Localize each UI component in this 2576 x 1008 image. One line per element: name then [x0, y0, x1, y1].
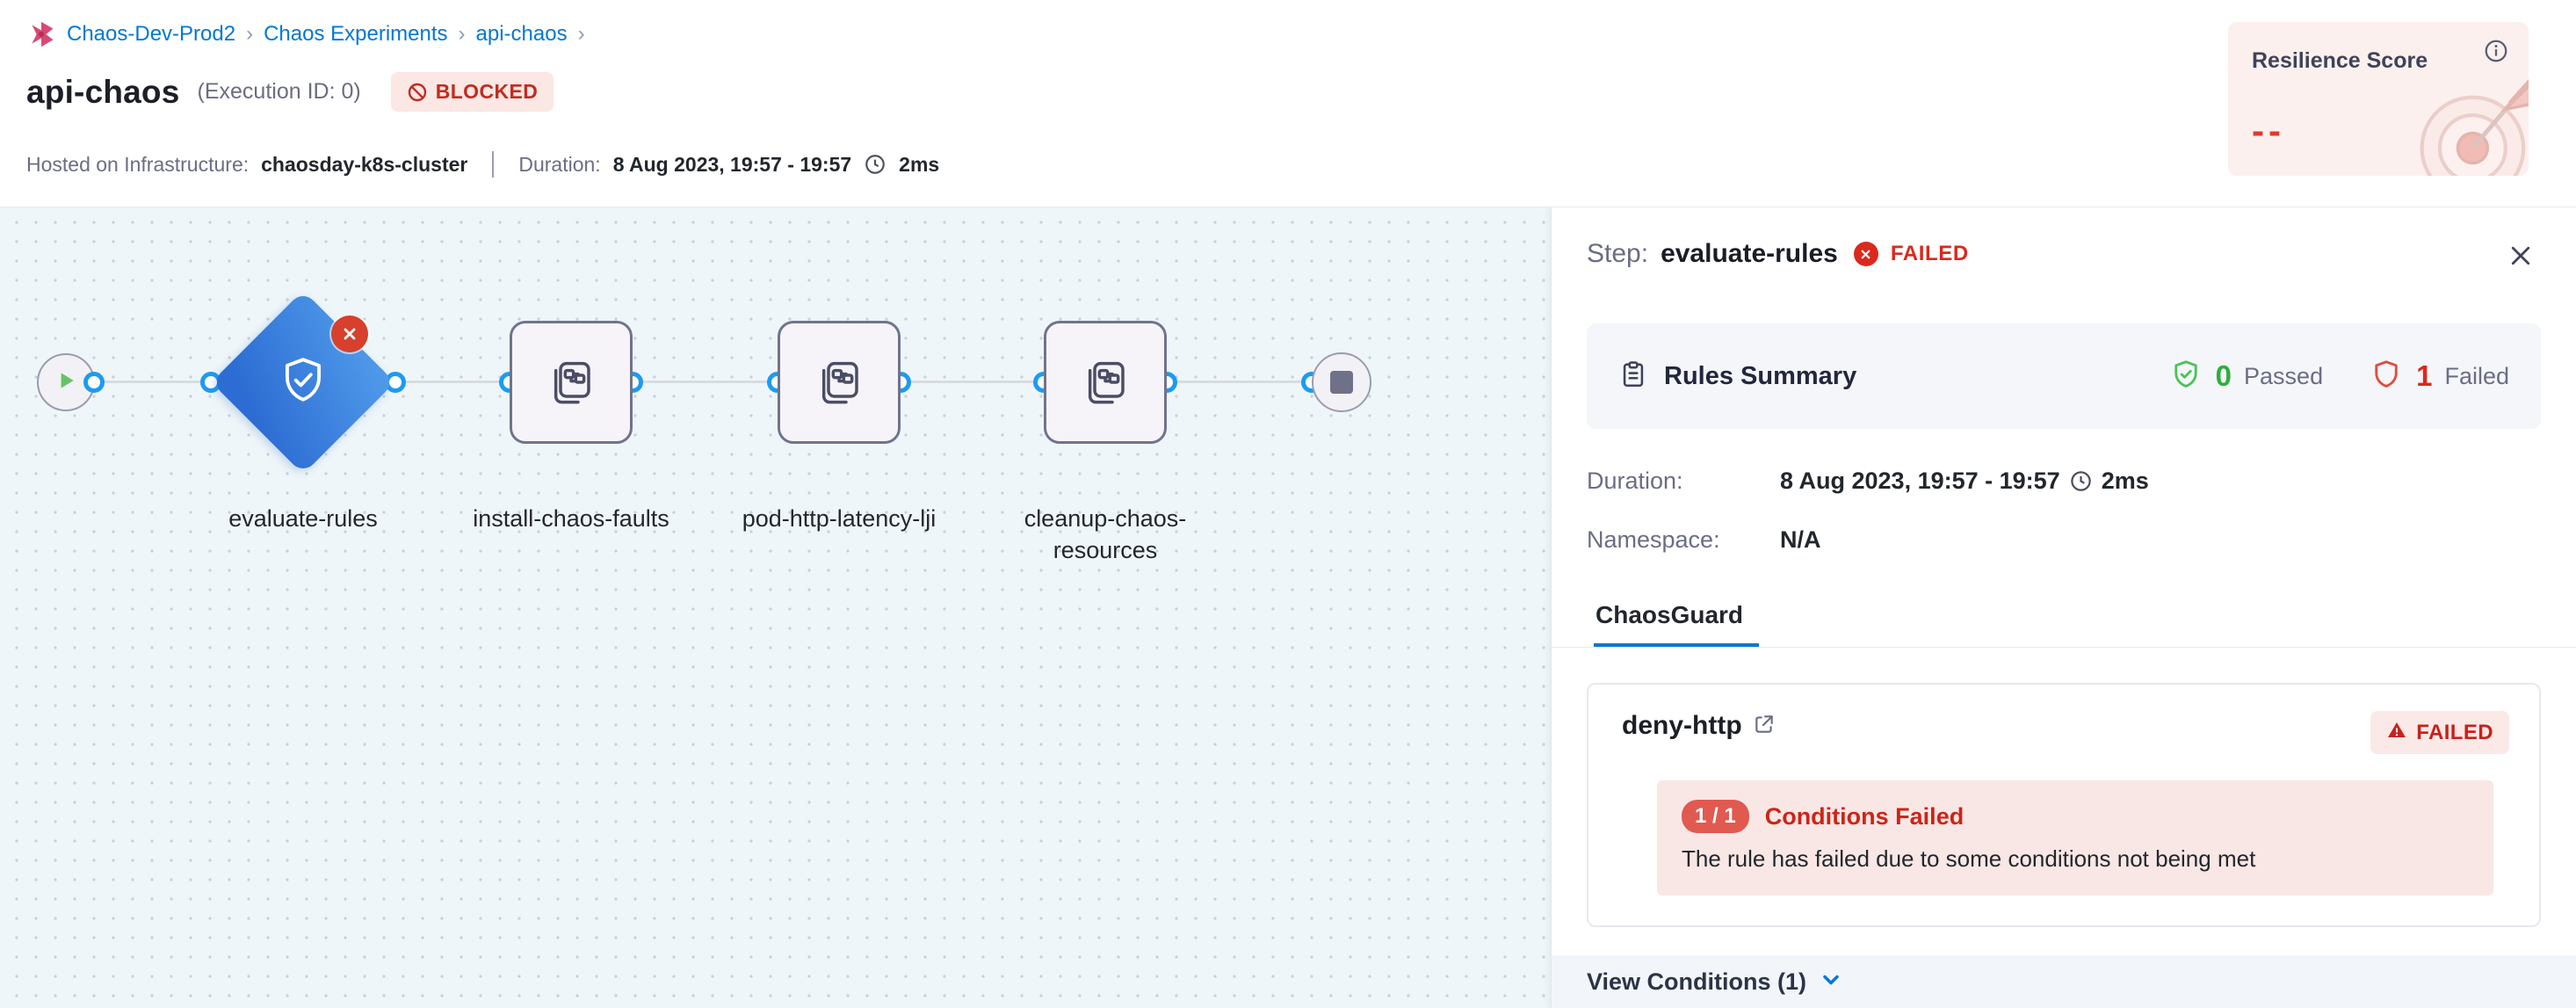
node-cleanup-chaos-resources[interactable]: [1044, 321, 1167, 444]
connector-port: [83, 372, 105, 393]
node-label-install-chaos-faults: install-chaos-faults: [473, 505, 669, 532]
rule-card-deny-http: deny-http FAILED: [1587, 683, 2541, 927]
breadcrumb-separator: ›: [458, 22, 466, 46]
pipeline-end-node[interactable]: [1312, 352, 1371, 412]
target-dart-illustration: [2395, 55, 2529, 176]
resilience-score-title: Resilience Score: [2252, 48, 2428, 73]
resilience-score-card: Resilience Score --: [2228, 22, 2529, 176]
infrastructure-name: chaosday-k8s-cluster: [261, 152, 468, 176]
no-entry-icon: [407, 82, 428, 103]
status-badge-label: BLOCKED: [435, 80, 539, 103]
namespace-label: Namespace:: [1587, 526, 1720, 553]
conditions-failed-message: The rule has failed due to some conditio…: [1682, 845, 2256, 872]
breadcrumb-project[interactable]: Chaos-Dev-Prod2: [67, 22, 236, 46]
step-status: FAILED: [1890, 242, 1969, 265]
breadcrumb-experiment-name[interactable]: api-chaos: [475, 22, 568, 46]
panel-tabs: ChaosGuard: [1552, 592, 2576, 648]
meta-row: Hosted on Infrastructure: chaosday-k8s-c…: [26, 151, 939, 178]
status-badge-blocked: BLOCKED: [390, 72, 554, 112]
tab-chaosguard[interactable]: ChaosGuard: [1594, 592, 1760, 647]
node-label-pod-http-latency: pod-http-latency-lji: [742, 505, 937, 532]
node-failed-badge-icon: [331, 315, 368, 352]
node-label-cleanup-chaos-resources: cleanup-chaos-resources: [1024, 505, 1187, 564]
breadcrumb: Chaos-Dev-Prod2 › Chaos Experiments › ap…: [26, 19, 585, 49]
rule-status-label: FAILED: [2416, 720, 2493, 744]
harness-chaos-logo-icon: [26, 19, 56, 49]
node-label-evaluate-rules: evaluate-rules: [228, 505, 378, 532]
title-row: api-chaos (Execution ID: 0) BLOCKED: [26, 72, 554, 112]
page-header: Chaos-Dev-Prod2 › Chaos Experiments › ap…: [0, 0, 2576, 207]
execution-id: (Execution ID: 0): [197, 79, 361, 104]
duration-label: Duration:: [518, 152, 601, 176]
stop-icon: [1330, 371, 1353, 394]
play-icon: [54, 369, 77, 396]
step-label: Step:: [1587, 239, 1649, 268]
step-header: Step: evaluate-rules FAILED: [1587, 239, 2541, 269]
clock-icon: [2069, 469, 2093, 493]
warning-triangle-icon: [2386, 720, 2407, 745]
step-details-panel: Step: evaluate-rules FAILED: [1551, 207, 2576, 1008]
external-link-icon: [1753, 713, 1776, 740]
breadcrumb-separator: ›: [246, 22, 254, 46]
duration-ms: 2ms: [899, 152, 940, 176]
view-conditions-toggle[interactable]: View Conditions (1): [1552, 955, 2576, 1008]
conditions-failed-alert: 1 / 1 Conditions Failed The rule has fai…: [1657, 780, 2493, 896]
pipeline-canvas[interactable]: evaluate-rules install-chaos-faults pod-…: [0, 207, 1551, 1008]
failed-label: Failed: [2444, 362, 2509, 389]
breadcrumb-separator: ›: [577, 22, 585, 46]
rule-name-link[interactable]: deny-http: [1622, 711, 1776, 741]
panel-duration-ms: 2ms: [2101, 468, 2149, 494]
namespace-value: N/A: [1780, 526, 1821, 553]
rule-name: deny-http: [1622, 711, 1742, 740]
passed-count: 0: [2215, 359, 2232, 392]
shield-passed-icon: [2170, 359, 2202, 395]
pipeline-connector: [94, 381, 1312, 383]
failed-circle-icon: [1853, 242, 1878, 266]
duration-value: 8 Aug 2023, 19:57 - 19:57: [612, 152, 852, 176]
breadcrumb-experiments[interactable]: Chaos Experiments: [264, 22, 448, 46]
close-icon[interactable]: [2507, 243, 2534, 273]
clipboard-icon: [1618, 359, 1648, 394]
failed-count: 1: [2416, 359, 2433, 392]
divider: [492, 151, 495, 178]
chevron-down-icon: [1819, 968, 1843, 997]
step-name: evaluate-rules: [1661, 239, 1838, 268]
duration-row: Duration: 8 Aug 2023, 19:57 - 19:57 2ms: [1587, 468, 2541, 495]
rule-status-badge: FAILED: [2370, 711, 2509, 754]
page-title: api-chaos: [26, 73, 180, 110]
info-icon[interactable]: [2483, 38, 2509, 69]
shield-failed-icon: [2370, 359, 2402, 395]
rules-summary-card: Rules Summary 0 Passed: [1587, 323, 2541, 429]
resilience-score-value: --: [2252, 110, 2285, 151]
namespace-row: Namespace: N/A: [1587, 526, 2541, 554]
shield-check-icon: [276, 353, 330, 412]
view-conditions-label: View Conditions (1): [1587, 968, 1807, 995]
conditions-failed-title: Conditions Failed: [1764, 802, 1965, 830]
clock-icon: [864, 153, 886, 176]
panel-duration-value: 8 Aug 2023, 19:57 - 19:57: [1780, 468, 2060, 494]
node-install-chaos-faults[interactable]: [510, 321, 633, 444]
node-pod-http-latency[interactable]: [778, 321, 901, 444]
conditions-ratio-badge: 1 / 1: [1682, 800, 1749, 833]
panel-duration-label: Duration:: [1587, 468, 1683, 494]
passed-label: Passed: [2244, 362, 2324, 389]
hosted-label: Hosted on Infrastructure:: [26, 152, 250, 176]
rules-summary-title: Rules Summary: [1664, 361, 1857, 390]
